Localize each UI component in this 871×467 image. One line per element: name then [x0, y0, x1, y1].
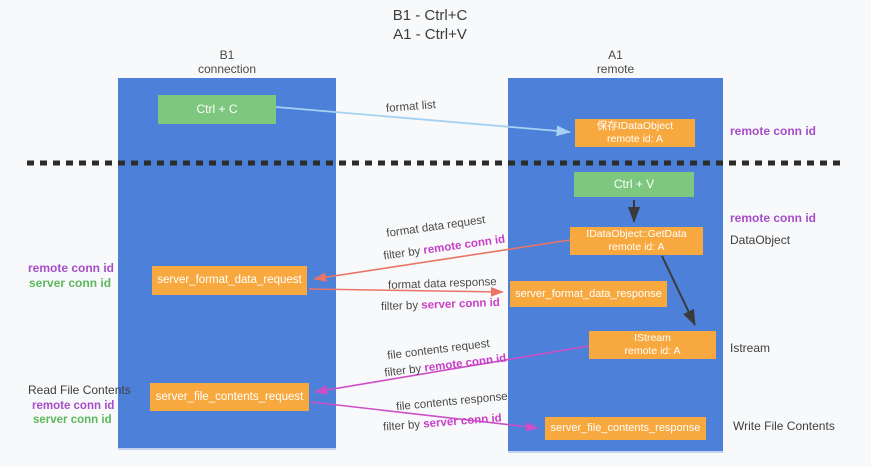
left-remote-conn-id-label: remote conn id	[28, 261, 115, 275]
istream-side-label: Istream	[730, 341, 771, 355]
title-line-2: A1 - Ctrl+V	[393, 26, 467, 43]
ctrl-v-label: Ctrl + V	[613, 177, 655, 191]
server-format-data-response-box: server_format_data_response	[510, 281, 667, 307]
server-format-data-request-label: server_format_data_request	[157, 274, 302, 286]
left-server-conn-id-label: server conn id	[29, 276, 112, 290]
istream-line2: remote id: A	[624, 345, 681, 357]
idataobject-getdata-box: IDataObject::GetData remote id: A	[570, 227, 703, 255]
server-format-data-request-box: server_format_data_request	[152, 266, 307, 295]
format-data-response-arrow	[308, 287, 504, 297]
format-list-arrow	[275, 106, 571, 137]
file-contents-request-arrow	[314, 345, 590, 395]
write-file-contents-label: Write File Contents	[733, 419, 835, 433]
lane-b1-name: B1	[219, 48, 235, 62]
istream-box: IStream remote id: A	[589, 331, 716, 359]
server-format-data-response-label: server_format_data_response	[515, 287, 662, 300]
save-idataobject-box: 保存IDataObject remote id: A	[575, 119, 695, 147]
lane-header-a1-remote: A1 remote	[508, 48, 723, 76]
ctrl-c-box: Ctrl + C	[158, 95, 276, 124]
left-remote-conn-id-label-2: remote conn id	[32, 400, 115, 412]
diagram-title: B1 - Ctrl+C A1 - Ctrl+V	[330, 6, 530, 44]
ctrl-v-box: Ctrl + V	[574, 172, 694, 197]
save-idataobject-line1: 保存IDataObject	[596, 120, 674, 132]
lane-header-b1-connection: B1 connection	[118, 48, 336, 76]
ctrl-c-label: Ctrl + C	[196, 102, 238, 116]
istream-line1: IStream	[634, 332, 671, 344]
server-file-contents-response-box: server_file_contents_response	[545, 417, 706, 440]
server-file-contents-request-box: server_file_contents_request	[150, 383, 309, 411]
lane-a1-name: A1	[608, 48, 623, 62]
title-line-1: B1 - Ctrl+C	[392, 7, 468, 24]
dataobject-label: DataObject	[730, 233, 791, 247]
format-data-request-arrow	[313, 239, 571, 282]
file-contents-response-arrow	[310, 401, 539, 432]
server-file-contents-request-label: server_file_contents_request	[155, 390, 304, 403]
server-file-contents-response-label: server_file_contents_response	[550, 422, 701, 434]
right-remote-conn-id-label-mid: remote conn id	[730, 211, 817, 225]
filter-by-text: filter by	[380, 299, 422, 314]
right-remote-conn-id-label-top: remote conn id	[730, 124, 817, 138]
left-server-conn-id-label-2: server conn id	[33, 414, 112, 426]
lane-a1-subtitle: remote	[596, 62, 635, 76]
idataobject-getdata-line1: IDataObject::GetData	[586, 228, 687, 240]
save-idataobject-line2: remote id: A	[606, 133, 664, 145]
read-file-contents-label: Read File Contents	[28, 383, 131, 397]
getdata-to-istream-arrow	[661, 255, 696, 326]
idataobject-getdata-line2: remote id: A	[608, 241, 665, 253]
lane-b1-subtitle: connection	[197, 62, 257, 76]
